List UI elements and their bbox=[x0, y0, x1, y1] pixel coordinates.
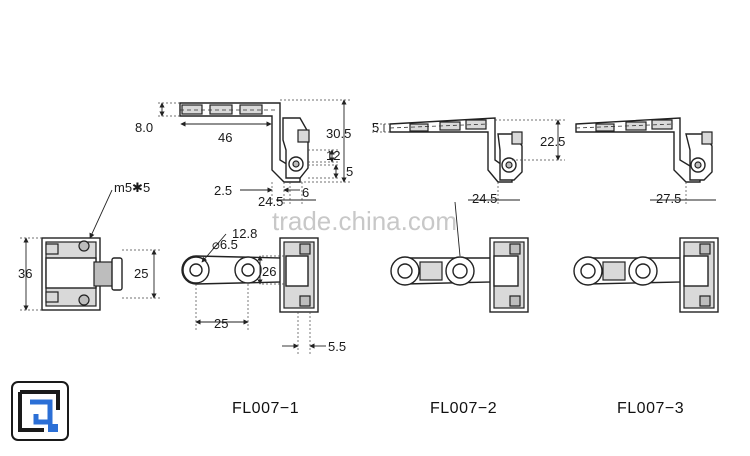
fl007-2-top-view bbox=[390, 201, 529, 313]
dim-5-5: 5.5 bbox=[328, 339, 346, 354]
dim-24-5b: 24.5 bbox=[472, 191, 497, 206]
fl007-1-front-view bbox=[20, 189, 160, 311]
dim-6-5: ⌀6.5 bbox=[212, 237, 238, 252]
dim-8-0: 8.0 bbox=[135, 120, 153, 135]
dim-2-5: 2.5 bbox=[214, 183, 232, 198]
dim-24-5a: 24.5 bbox=[258, 194, 283, 209]
part-label-fl007-1: FL007−1 bbox=[232, 400, 299, 417]
part-label-fl007-3: FL007−3 bbox=[617, 400, 684, 417]
dim-22-5: 22.5 bbox=[540, 134, 565, 149]
dim-6: 6 bbox=[302, 185, 309, 200]
dim-12-8: 12.8 bbox=[232, 226, 257, 241]
part-label-fl007-2: FL007−2 bbox=[430, 400, 497, 417]
dim-m5x5: m5✱5 bbox=[114, 180, 150, 195]
dim-30-5: 30.5 bbox=[326, 126, 351, 141]
dim-5b: 5 bbox=[372, 120, 379, 135]
fl007-1-top-view bbox=[181, 233, 326, 354]
dim-26: 26 bbox=[262, 264, 276, 279]
dim-5a: 5 bbox=[346, 164, 353, 179]
fl007-1-side-view bbox=[158, 99, 350, 206]
dim-27-5: 27.5 bbox=[656, 191, 681, 206]
brand-logo-icon bbox=[11, 381, 69, 441]
dim-46: 46 bbox=[218, 130, 232, 145]
dim-36: 36 bbox=[18, 266, 32, 281]
dim-25a: 25 bbox=[134, 266, 148, 281]
dim-25b: 25 bbox=[214, 316, 228, 331]
dim-12: 12 bbox=[326, 148, 340, 163]
fl007-3-side-view bbox=[575, 117, 716, 206]
watermark: trade.china.com bbox=[272, 206, 457, 236]
fl007-2-side-view bbox=[372, 117, 565, 206]
fl007-3-top-view bbox=[573, 237, 719, 313]
